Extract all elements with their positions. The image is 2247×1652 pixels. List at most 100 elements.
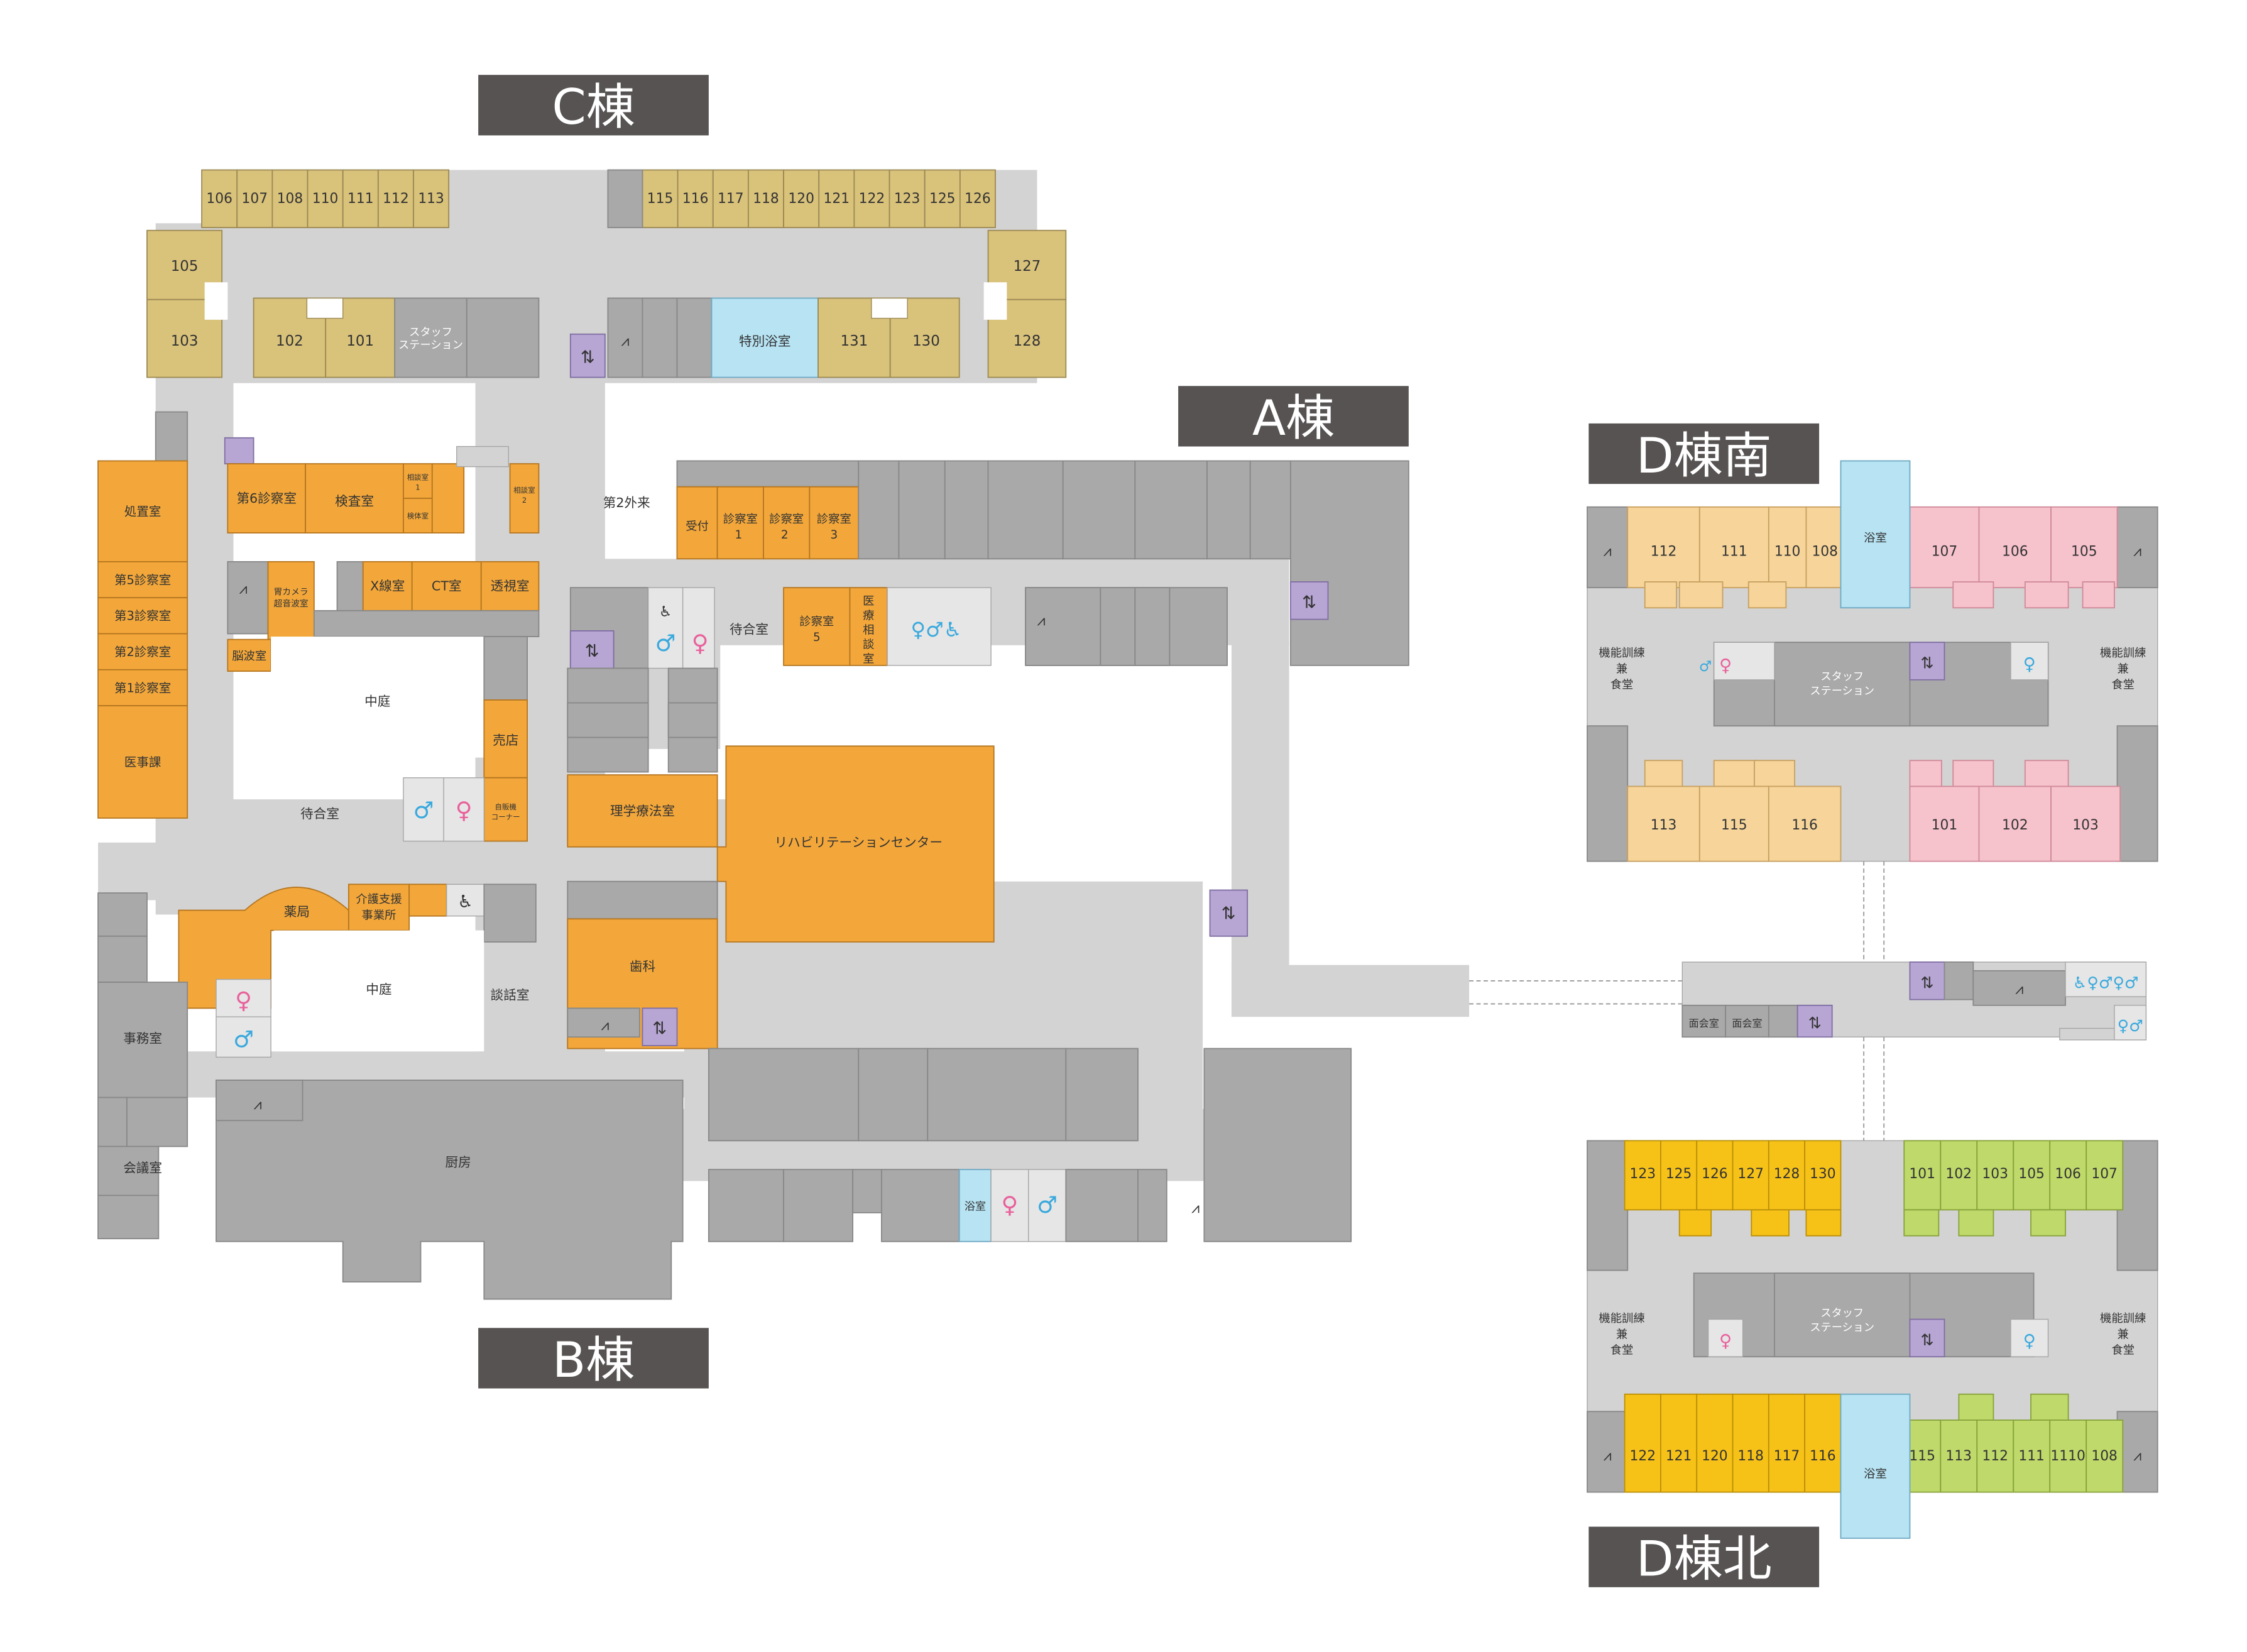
male-toilet-icon: ♂ xyxy=(655,630,676,657)
connector-elevator-2 xyxy=(1909,961,1945,1000)
c-room-label: 118 xyxy=(753,191,779,207)
ds-room-label: 113 xyxy=(1651,818,1677,833)
b-left-room-label: 第5診察室 xyxy=(114,572,171,587)
c-elevator xyxy=(569,333,606,378)
a-iryo xyxy=(849,587,888,666)
b-left-room xyxy=(97,669,189,707)
c-special-bath-label: 特別浴室 xyxy=(739,334,790,349)
toilet-icon: ♀♂ xyxy=(2118,1017,2143,1035)
c-room-label: 117 xyxy=(718,191,744,207)
dn-room-label: 106 xyxy=(2055,1166,2081,1182)
c-label-130: 130 xyxy=(912,333,940,349)
c-room-label: 115 xyxy=(647,191,674,207)
dn-room-1110 xyxy=(2049,1420,2087,1493)
c-room-label: 116 xyxy=(682,191,709,207)
dn-room-label: 127 xyxy=(1737,1166,1764,1182)
dn-room-label: 111 xyxy=(2018,1448,2045,1464)
a-elevator-2 xyxy=(1289,581,1329,620)
ds-room-101 xyxy=(1909,785,1980,862)
ds-room-label: 105 xyxy=(2071,544,2097,560)
female-toilet-icon: ♀ xyxy=(235,987,252,1014)
dn-room-130 xyxy=(1804,1140,1842,1211)
elevator-icon: ⇅ xyxy=(581,347,595,368)
b-left-room-label: 第1診察室 xyxy=(114,681,171,695)
ds-bath xyxy=(1840,460,1911,609)
toilet-icon: ♀ xyxy=(1719,1331,1732,1351)
female-toilet-icon: ♀ xyxy=(692,630,709,657)
dn-room-label: 107 xyxy=(2091,1166,2118,1182)
b-toseki-label: 透視室 xyxy=(491,579,530,594)
a-reha xyxy=(716,745,995,943)
stairs-icon: ⩘ xyxy=(1037,613,1045,629)
dn-room-113 xyxy=(1940,1420,1978,1493)
dn-bath-label: 浴室 xyxy=(1864,1468,1887,1481)
c-room-label: 106 xyxy=(206,191,232,207)
dn-bath xyxy=(1840,1393,1911,1539)
ds-room-label: 106 xyxy=(2002,544,2028,560)
b-chubo-label: 厨房 xyxy=(445,1155,471,1170)
c-room-118 xyxy=(747,169,784,229)
dn-room-122 xyxy=(1624,1393,1661,1493)
c-room-126 xyxy=(959,169,996,229)
b-yakkyoku-label: 薬局 xyxy=(284,904,310,919)
c-room-113 xyxy=(413,169,450,229)
ds-kinou-right: 機能訓練兼食堂 xyxy=(2100,647,2146,691)
b-kaigi xyxy=(97,1146,160,1196)
elevator-icon: ⇅ xyxy=(1920,654,1933,672)
c-label-127: 127 xyxy=(1014,258,1041,275)
b-kentai-label: 検体室 xyxy=(407,511,429,520)
stairs-icon: ⩘ xyxy=(2015,982,2023,998)
stairs-icon: ⩘ xyxy=(1604,544,1612,560)
dn-room-label: 108 xyxy=(2091,1448,2118,1464)
elevator-icon: ⇅ xyxy=(1808,1014,1822,1032)
b-left-room-label: 処置室 xyxy=(124,505,161,519)
dn-room-label: 116 xyxy=(1810,1448,1836,1464)
dn-room-label: 115 xyxy=(1909,1448,1935,1464)
stairs-icon: ⩘ xyxy=(2133,544,2141,560)
a-shin1 xyxy=(716,486,764,560)
ds-staff-label: スタッフステーション xyxy=(1810,670,1874,697)
stairs-icon: ⩘ xyxy=(1604,1448,1612,1464)
c-room-label: 113 xyxy=(418,191,444,207)
connector: 面会室 面会室 ⇅ ⇅ ⩘ ♿♀♂♀♂ ♀♂ xyxy=(1469,861,2147,1141)
c-room-label: 111 xyxy=(347,191,374,207)
ds-room-label: 107 xyxy=(1932,544,1958,560)
dn-room-118 xyxy=(1732,1393,1769,1493)
ds-room-label: 116 xyxy=(1791,818,1818,833)
b-baiten xyxy=(483,699,528,779)
stairs-icon: ⩘ xyxy=(621,333,629,349)
b-kaigi-label: 会議室 xyxy=(123,1161,162,1176)
dn-room-label: 103 xyxy=(1982,1166,2008,1182)
toilet-icon: ♀ xyxy=(2023,1331,2036,1351)
a-shin2 xyxy=(763,486,811,560)
c-room-label: 120 xyxy=(788,191,814,207)
title-b-wing: B棟 xyxy=(552,1332,635,1389)
dn-room-label: 117 xyxy=(1774,1448,1800,1464)
c-label-102: 102 xyxy=(276,333,303,349)
ds-top-right-rooms: 107 106 105 xyxy=(1909,506,2118,609)
ds-room-115 xyxy=(1698,785,1769,862)
c-room-label: 125 xyxy=(929,191,956,207)
a-elevator-3 xyxy=(642,1007,678,1046)
dn-room-106 xyxy=(2049,1140,2087,1211)
ds-room-110 xyxy=(1768,506,1807,589)
ds-room-112 xyxy=(1627,506,1700,589)
dn-room-117 xyxy=(1768,1393,1806,1493)
c-label-128: 128 xyxy=(1014,333,1041,349)
elevator-icon: ⇅ xyxy=(1302,592,1316,612)
b-xray xyxy=(362,561,413,611)
ds-room-label: 110 xyxy=(1774,544,1801,560)
b-ct xyxy=(411,561,482,611)
a-shin3 xyxy=(809,486,860,560)
dn-staff-label: スタッフステーション xyxy=(1810,1307,1874,1334)
dn-room-label: 105 xyxy=(2018,1166,2045,1182)
